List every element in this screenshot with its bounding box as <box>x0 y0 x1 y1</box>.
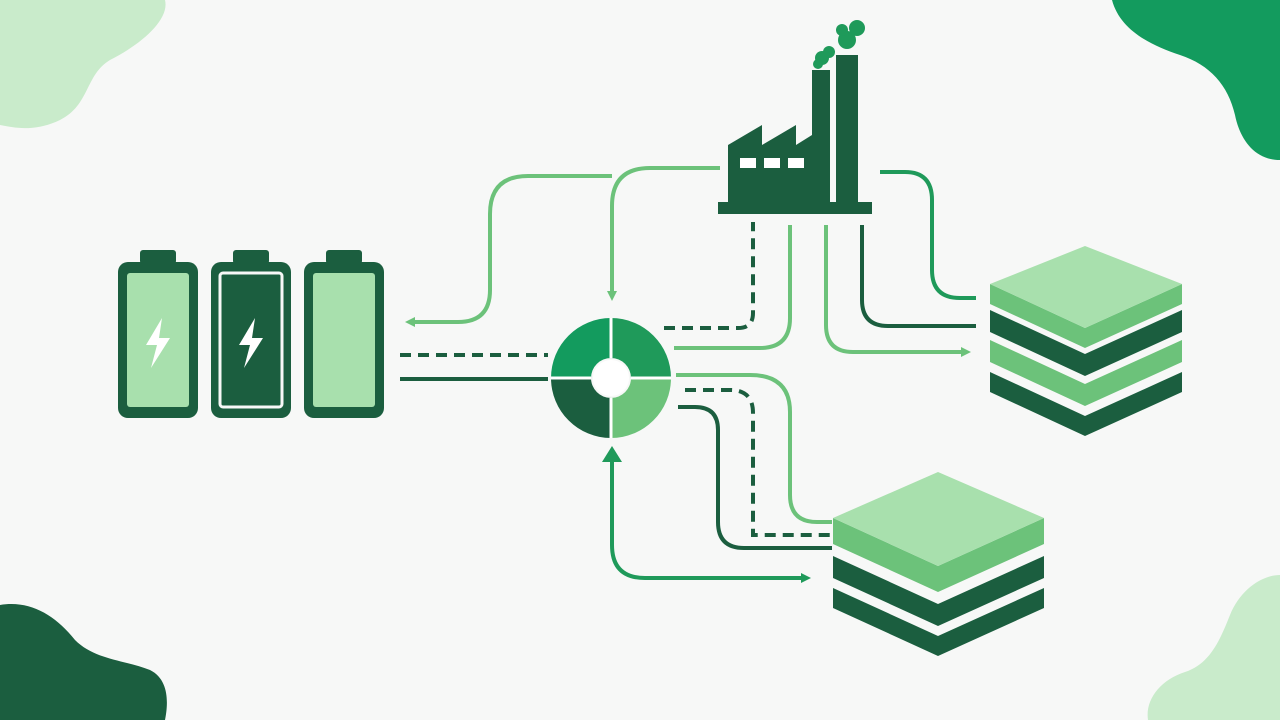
corner-blob-top-left <box>0 0 166 129</box>
hub-lower-stack-dashed-link <box>685 388 832 537</box>
corner-blob-bottom-right <box>1147 575 1280 720</box>
lightning-bolt-icon <box>146 318 170 368</box>
battery-icon <box>211 250 291 418</box>
factory-upper-stack-mid-link <box>880 170 976 300</box>
hub-lower-stack-light-link <box>676 373 832 524</box>
layered-stack-icon <box>833 472 1044 656</box>
hub-up-arrowhead <box>602 446 622 462</box>
factory-upper-stack-dark-link <box>860 225 976 328</box>
battery-group <box>118 250 384 418</box>
factory-to-upper-stack-arrow <box>824 225 971 357</box>
corner-blob-top-right <box>1112 0 1280 160</box>
hub-factory-dashed-link <box>664 222 755 330</box>
battery-icon <box>304 250 384 418</box>
factory-to-battery-arrow <box>405 174 612 327</box>
factory-to-hub-arrow <box>607 166 720 301</box>
layered-stack-icon <box>990 246 1182 436</box>
donut-hub-icon <box>551 318 671 438</box>
hub-factory-light-link <box>674 225 792 350</box>
battery-icon <box>118 250 198 418</box>
factory-icon <box>718 20 872 214</box>
corner-blob-bottom-left <box>0 604 167 720</box>
hub-lower-stack-dark-link <box>678 405 832 550</box>
hub-lower-stack-two-way-arrow <box>610 460 811 583</box>
lightning-bolt-icon <box>239 318 263 368</box>
